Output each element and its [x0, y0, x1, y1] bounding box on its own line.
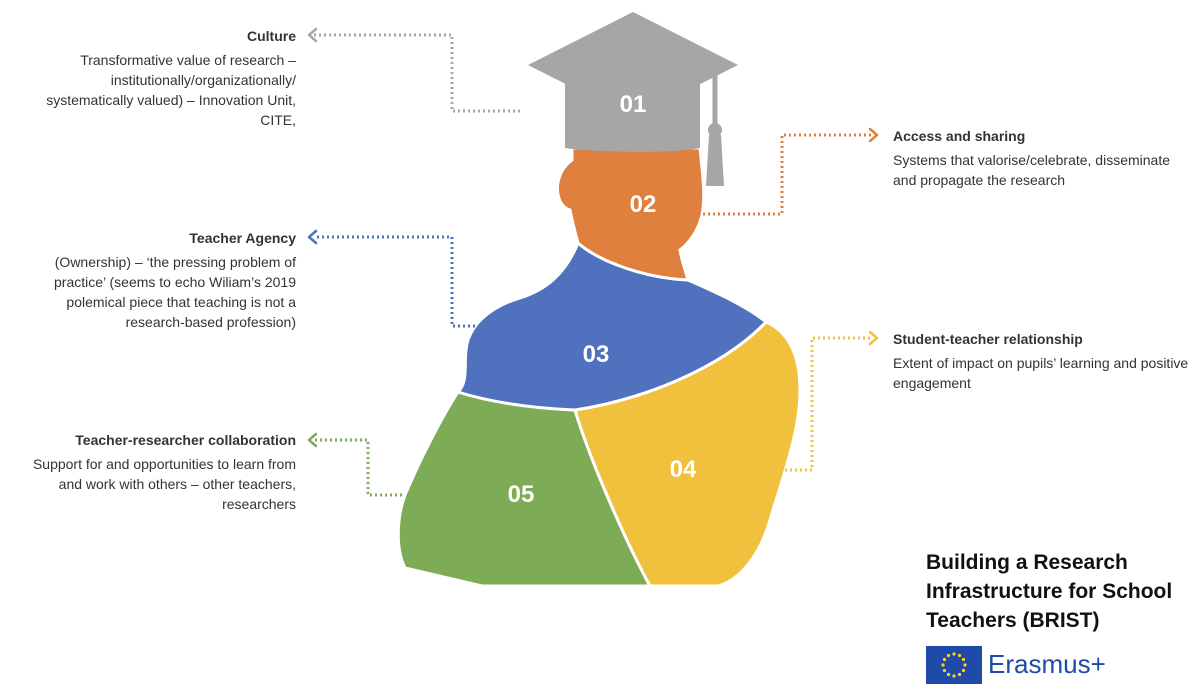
- segment-02-shape: [556, 146, 706, 282]
- arrowhead-02: [868, 127, 879, 143]
- connector-03: [314, 235, 505, 328]
- segment-01-number: 01: [620, 91, 647, 118]
- eu-flag-icon: [926, 646, 982, 684]
- label-culture-text: Transformative value of research – insti…: [46, 52, 296, 128]
- arrowhead-03: [307, 229, 318, 245]
- segment-04-number: 04: [670, 456, 697, 483]
- connector-02: [703, 133, 872, 216]
- segment-02-number: 02: [630, 191, 657, 218]
- label-culture: Culture Transformative value of research…: [20, 26, 296, 130]
- label-teacher-agency-text: (Ownership) – ‘the pressing problem of p…: [54, 254, 296, 330]
- arrowhead-04: [868, 330, 879, 346]
- label-student-teacher: Student-teacher relationship Extent of i…: [893, 329, 1193, 393]
- segment-01-cap-band: [565, 82, 700, 152]
- label-access-sharing-text: Systems that valorise/celebrate, dissemi…: [893, 152, 1171, 188]
- label-access-sharing-heading: Access and sharing: [893, 128, 1026, 144]
- project-title: Building a Research Infrastructure for S…: [926, 551, 1173, 632]
- connector-01: [314, 33, 520, 113]
- segment-05-number: 05: [508, 481, 535, 508]
- label-collaboration: Teacher-researcher collaboration Support…: [10, 430, 296, 514]
- label-collaboration-text: Support for and opportunities to learn f…: [32, 456, 296, 512]
- arrowhead-01: [307, 27, 318, 43]
- label-student-teacher-heading: Student-teacher relationship: [893, 331, 1083, 347]
- connector-04: [780, 336, 872, 472]
- label-teacher-agency: Teacher Agency (Ownership) – ‘the pressi…: [20, 228, 296, 332]
- label-access-sharing: Access and sharing Systems that valorise…: [893, 126, 1193, 190]
- arrowhead-05: [307, 432, 318, 448]
- erasmus-logo-text: Erasmus+: [988, 649, 1106, 679]
- connector-05: [314, 438, 402, 497]
- label-collaboration-heading: Teacher-researcher collaboration: [75, 432, 296, 448]
- label-culture-heading: Culture: [247, 28, 296, 44]
- label-teacher-agency-heading: Teacher Agency: [189, 230, 296, 246]
- label-student-teacher-text: Extent of impact on pupils’ learning and…: [893, 355, 1189, 391]
- segment-01-tassel: [706, 135, 724, 186]
- segment-03-number: 03: [583, 341, 610, 368]
- segment-01-tassel-knot: [708, 123, 722, 137]
- segment-03-shape: [455, 240, 769, 412]
